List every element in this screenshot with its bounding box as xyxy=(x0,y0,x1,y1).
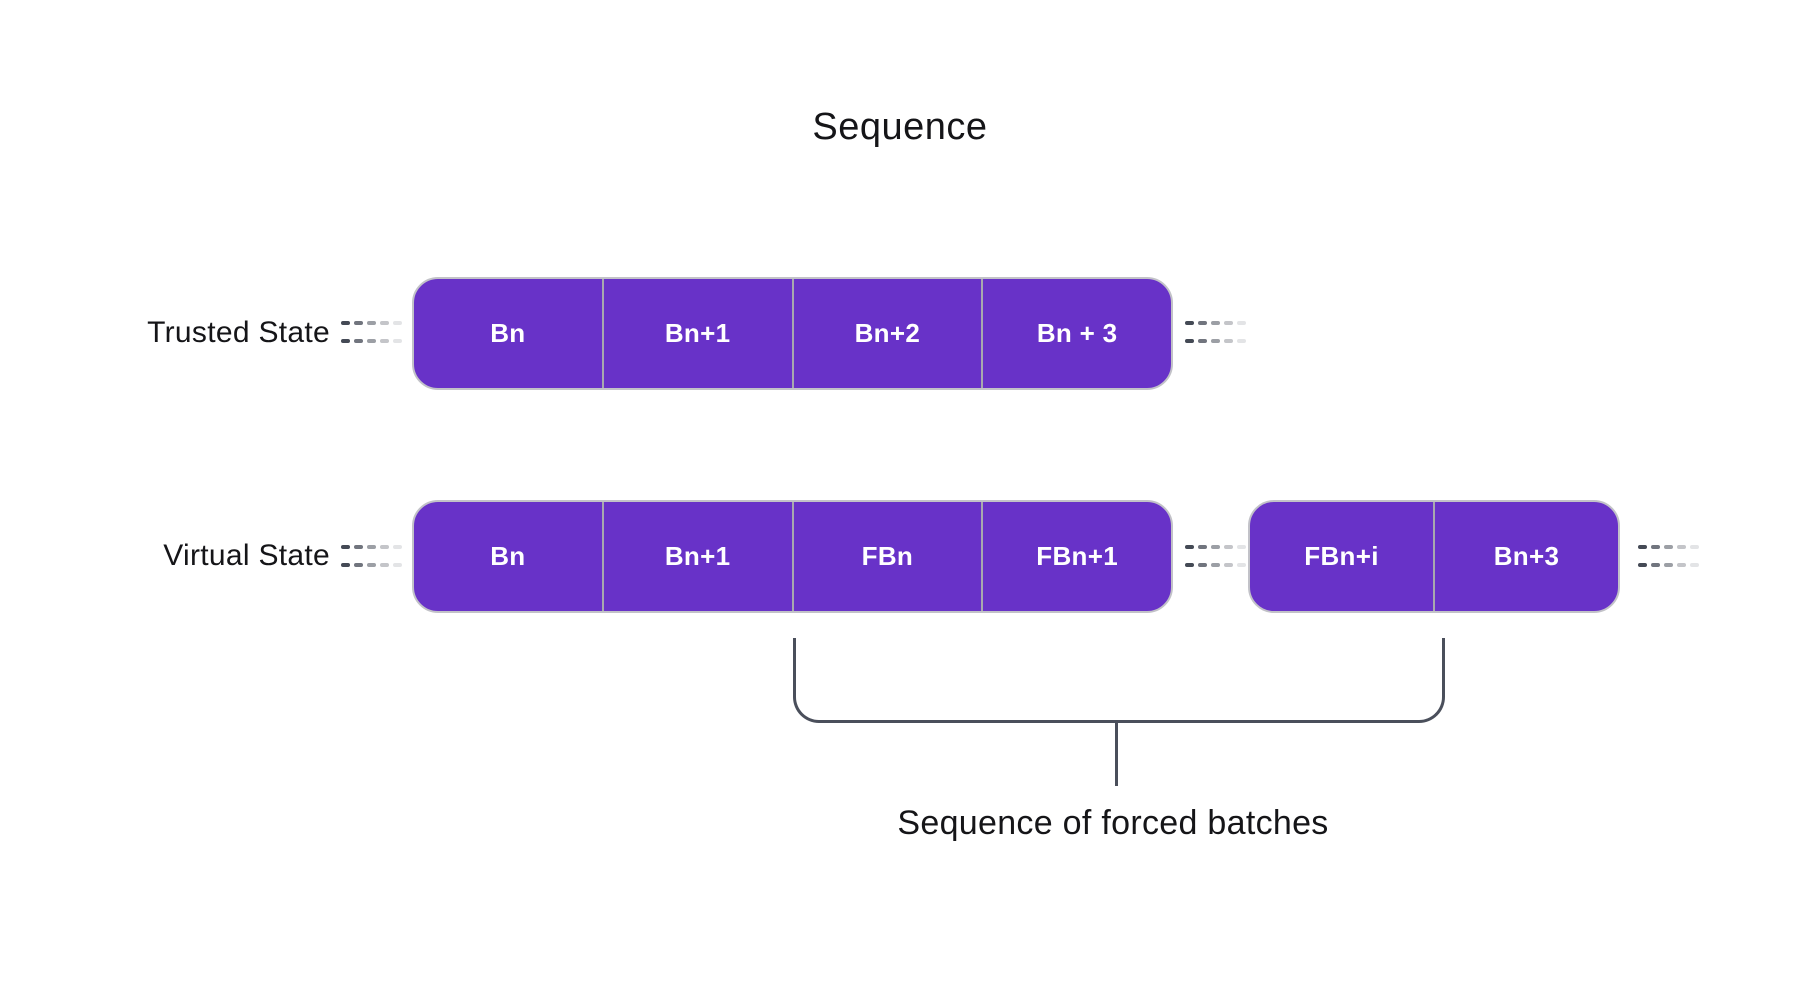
virtual-state-blocks-second: FBn+i Bn+3 xyxy=(1248,500,1620,613)
fade-dashes-virtual-mid xyxy=(1185,545,1246,567)
dash-row xyxy=(341,563,402,567)
forced-batches-bracket-stem xyxy=(1115,722,1118,786)
trusted-block-bn1: Bn+1 xyxy=(601,279,792,388)
forced-batches-bracket xyxy=(793,638,1445,723)
fade-dashes-trusted-lead xyxy=(341,321,402,343)
dash-row xyxy=(1185,339,1246,343)
virtual-state-blocks-first: Bn Bn+1 FBn FBn+1 xyxy=(412,500,1173,613)
trusted-block-bn: Bn xyxy=(490,318,526,348)
trusted-state-blocks: Bn Bn+1 Bn+2 Bn + 3 xyxy=(412,277,1173,390)
forced-batches-label: Sequence of forced batches xyxy=(897,804,1329,842)
dash-row xyxy=(1185,545,1246,549)
virtual-block-bn1: Bn+1 xyxy=(601,502,792,611)
dash-row xyxy=(1185,321,1246,325)
dash-row xyxy=(341,339,402,343)
trusted-block-bn3: Bn + 3 xyxy=(981,279,1171,388)
fade-dashes-virtual-trail xyxy=(1638,545,1699,567)
dash-row xyxy=(341,545,402,549)
virtual-state-label: Virtual State xyxy=(163,539,330,572)
dash-row xyxy=(1638,563,1699,567)
virtual-block-bn3: Bn+3 xyxy=(1433,502,1618,611)
fade-dashes-trusted-trail xyxy=(1185,321,1246,343)
virtual-block-bn: Bn xyxy=(490,541,526,571)
trusted-state-label: Trusted State xyxy=(147,316,330,349)
virtual-block-fbn1: FBn+1 xyxy=(981,502,1171,611)
dash-row xyxy=(341,321,402,325)
virtual-block-fbni: FBn+i xyxy=(1304,541,1379,571)
fade-dashes-virtual-lead xyxy=(341,545,402,567)
dash-row xyxy=(1185,563,1246,567)
virtual-block-fbn: FBn xyxy=(791,502,982,611)
diagram-title: Sequence xyxy=(812,106,988,148)
dash-row xyxy=(1638,545,1699,549)
trusted-block-bn2: Bn+2 xyxy=(791,279,982,388)
